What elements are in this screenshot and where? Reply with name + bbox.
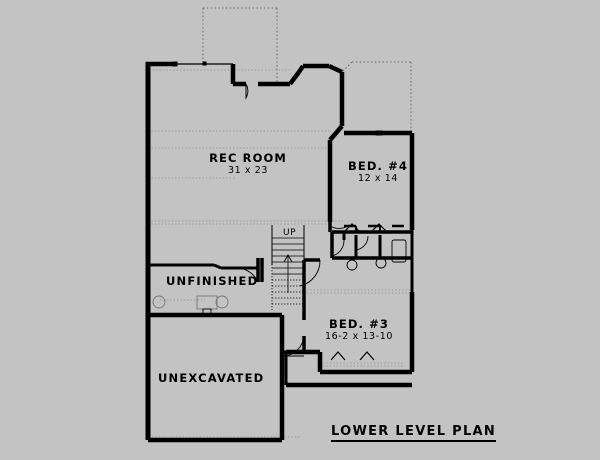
room-label-bed-4: BED. #4 12 x 14 (336, 160, 420, 185)
upper-level-outline (202, 7, 412, 131)
area-label-unfinished: UNFINISHED (166, 274, 259, 288)
plan-title: LOWER LEVEL PLAN (331, 424, 497, 442)
stair-direction-label: UP (283, 228, 297, 238)
room-dims-bed-4: 12 x 14 (357, 172, 399, 184)
room-dims-bed-3: 16-2 x 13-10 (324, 330, 394, 342)
staircase (271, 225, 305, 310)
exterior-walls (145, 61, 415, 443)
wall-break-marks (145, 61, 383, 280)
room-name-bed-3: BED. #3 (329, 317, 389, 331)
room-dims-rec-room: 31 x 23 (227, 164, 269, 176)
room-name-rec-room: REC ROOM (209, 151, 287, 165)
room-label-rec-room: REC ROOM 31 x 23 (190, 152, 306, 177)
door-swings (233, 83, 369, 357)
interior-dashed-lines (146, 69, 412, 438)
window-symbols (330, 223, 387, 361)
area-label-unexcavated: UNEXCAVATED (158, 371, 265, 385)
room-name-bed-4: BED. #4 (348, 159, 408, 173)
room-label-bed-3: BED. #3 16-2 x 13-10 (306, 318, 412, 343)
plumbing-fixtures (346, 239, 407, 271)
utility-fixtures (152, 295, 229, 315)
